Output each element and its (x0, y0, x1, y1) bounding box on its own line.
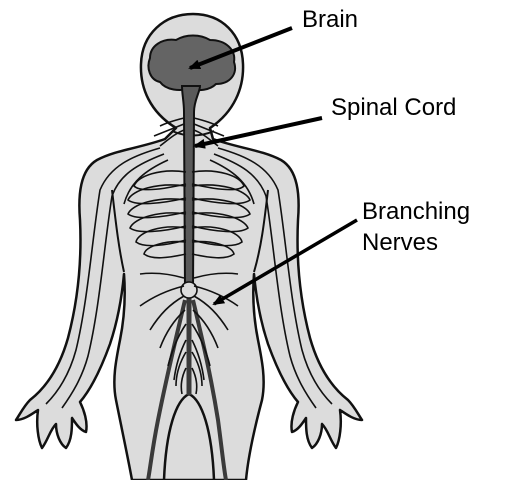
brain-shape (148, 36, 235, 91)
branching-nerves-label-line2: Nerves (362, 227, 470, 258)
spinal-cord-label: Spinal Cord (331, 92, 456, 123)
branching-nerves-label-line1: Branching (362, 196, 470, 227)
brain-label: Brain (302, 4, 358, 35)
branching-nerves-label: Branching Nerves (362, 196, 470, 258)
